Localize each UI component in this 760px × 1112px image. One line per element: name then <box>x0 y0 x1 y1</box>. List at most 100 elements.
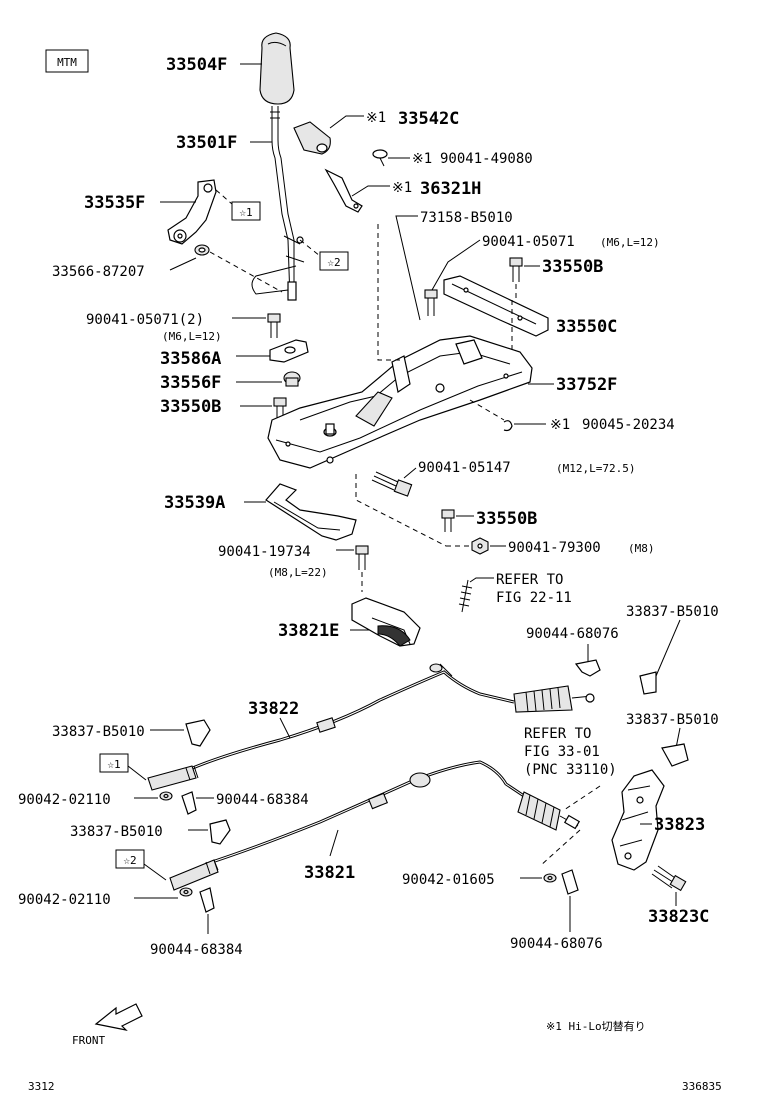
label-33822: 33822 <box>248 699 299 719</box>
ref-mark-33542C: ※1 <box>366 110 386 126</box>
label-90042-02110-a: 90042-02110 <box>18 792 111 808</box>
label-33550B-lower: 33550B <box>476 509 537 529</box>
clip-33837-B5010-c <box>661 743 689 767</box>
bolt-33823C <box>651 865 687 892</box>
ref2-line3: (PNC 33110) <box>524 762 617 778</box>
bolt-33550B-upper <box>509 257 523 282</box>
label-33823: 33823 <box>654 815 705 835</box>
label-33566-87207: 33566-87207 <box>52 264 145 280</box>
bolt-90041-05071-upper <box>424 289 438 316</box>
label-33586A: 33586A <box>160 349 221 369</box>
mtm-tag-box <box>45 49 89 73</box>
label-90044-68384-a: 90044-68384 <box>216 792 309 808</box>
part-33550C <box>443 275 549 337</box>
label-33752F: 33752F <box>556 375 617 395</box>
spec-90041-05147: (M12,L=72.5) <box>556 462 635 475</box>
label-90045-20234: 90045-20234 <box>582 417 675 433</box>
label-33542C: 33542C <box>398 109 459 129</box>
star1-box-cable <box>99 753 129 773</box>
front-arrow-icon <box>94 1003 143 1031</box>
part-33542C <box>293 121 331 155</box>
label-90041-19734: 90041-19734 <box>218 544 311 560</box>
star1-top: ☆1 <box>239 206 252 219</box>
label-33823C: 33823C <box>648 907 709 927</box>
label-90044-68076-b: 90044-68076 <box>510 936 603 952</box>
part-33539A <box>265 483 357 541</box>
label-90041-05147: 90041-05147 <box>418 460 511 476</box>
part-33556F <box>283 371 301 387</box>
washer-90042-02110-b <box>179 887 193 897</box>
label-73158-B5010: 73158-B5010 <box>420 210 513 226</box>
label-33821: 33821 <box>304 863 355 883</box>
washer-90042-01605 <box>543 873 557 883</box>
clip-33837-B5010-d <box>209 819 231 845</box>
star2-box-top <box>319 251 349 271</box>
ref-mark-90041-49080: ※1 <box>412 151 432 167</box>
label-90041-49080: 90041-49080 <box>440 151 533 167</box>
washer-90042-02110-a <box>159 791 173 801</box>
star2-box-cable <box>115 849 145 869</box>
label-33837-B5010-c: 33837-B5010 <box>626 712 719 728</box>
label-33550C: 33550C <box>556 317 617 337</box>
star2-cable: ☆2 <box>123 854 136 867</box>
star1-cable: ☆1 <box>107 758 120 771</box>
spec-90041-19734: (M8,L=22) <box>268 566 328 579</box>
clip-33837-B5010-b <box>185 719 211 747</box>
label-33837-B5010-a: 33837-B5010 <box>626 604 719 620</box>
bolt-90041-49080 <box>372 149 388 167</box>
clip-90045-20234 <box>503 420 513 432</box>
ref1-line1: REFER TO <box>496 572 563 588</box>
part-33823 <box>611 769 665 871</box>
label-90041-05071-upper: 90041-05071 <box>482 234 575 250</box>
front-label: FRONT <box>72 1034 105 1047</box>
spec-90041-05071-lower: (M6,L=12) <box>162 330 222 343</box>
mtm-tag: MTM <box>57 56 77 69</box>
label-33539A: 33539A <box>164 493 225 513</box>
ref-mark-90045-20234: ※1 <box>550 417 570 433</box>
star1-box-top <box>231 201 261 221</box>
ref1-line2: FIG 22-11 <box>496 590 572 606</box>
cable-33822 <box>147 663 595 791</box>
page-code-left: 3312 <box>28 1080 55 1093</box>
part-33535F <box>167 179 217 245</box>
label-90044-68076-a: 90044-68076 <box>526 626 619 642</box>
ref2-line1: REFER TO <box>524 726 591 742</box>
spring-rod <box>458 579 473 613</box>
label-33837-B5010-b: 33837-B5010 <box>52 724 145 740</box>
label-90042-01605: 90042-01605 <box>402 872 495 888</box>
spec-90041-79300: (M8) <box>628 542 655 555</box>
bolt-90041-05147 <box>371 471 413 497</box>
label-33504F: 33504F <box>166 55 227 75</box>
label-33821E: 33821E <box>278 621 339 641</box>
ref2-line2: FIG 33-01 <box>524 744 600 760</box>
bolt-33550B-lower <box>441 509 455 532</box>
part-33752F <box>267 335 533 469</box>
part-36321H <box>324 168 363 213</box>
page-code-right: 336835 <box>682 1080 722 1093</box>
part-33821E <box>351 597 421 647</box>
spec-90041-05071-upper: (M6,L=12) <box>600 236 660 249</box>
label-90041-79300: 90041-79300 <box>508 540 601 556</box>
footnote: ※1 Hi-Lo切替有り <box>546 1019 646 1033</box>
bolt-90041-05071-lower <box>267 313 281 338</box>
label-33550B-middle: 33550B <box>160 397 221 417</box>
label-33837-B5010-d: 33837-B5010 <box>70 824 163 840</box>
clip-90044-68076-b <box>561 869 579 895</box>
label-90044-68384-b: 90044-68384 <box>150 942 243 958</box>
clip-90044-68384-b <box>199 887 215 913</box>
shift-lever <box>251 106 305 301</box>
part-33566-87207 <box>194 244 210 256</box>
bolt-90041-19734 <box>355 545 369 570</box>
clip-90044-68076-a <box>574 659 601 677</box>
label-33550B-upper: 33550B <box>542 257 603 277</box>
part-33586A <box>269 339 309 363</box>
label-33535F: 33535F <box>84 193 145 213</box>
label-90042-02110-b: 90042-02110 <box>18 892 111 908</box>
clip-90044-68384-a <box>181 791 197 815</box>
clip-33837-B5010-a <box>639 671 657 695</box>
label-33556F: 33556F <box>160 373 221 393</box>
cable-33821 <box>169 760 581 891</box>
shift-knob <box>259 32 295 105</box>
ref-mark-36321H: ※1 <box>392 180 412 196</box>
